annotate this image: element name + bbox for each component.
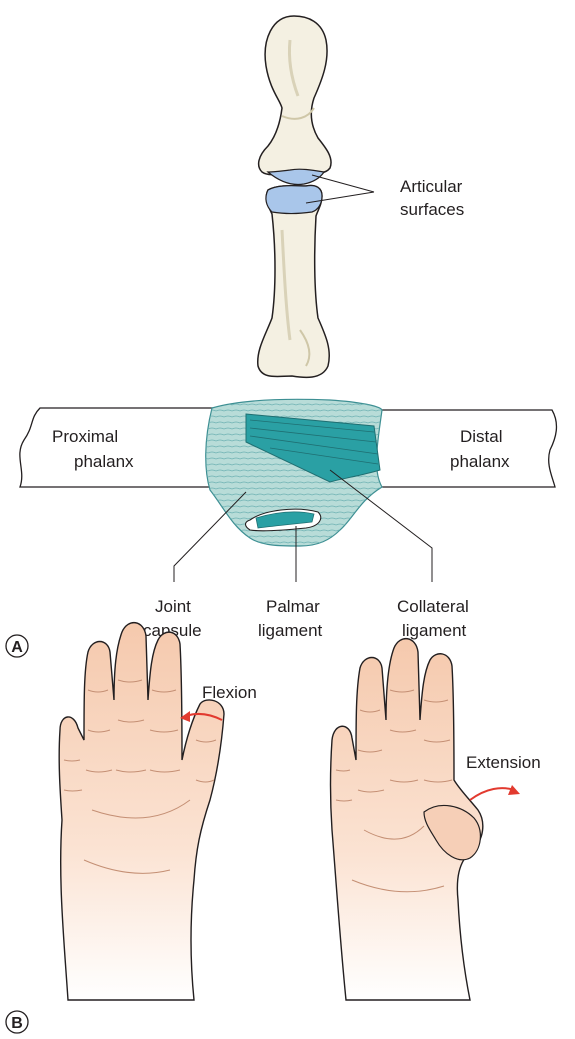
articular-label-line1: Articular — [400, 177, 463, 196]
panel-b-letter: B — [11, 1015, 23, 1032]
articular-surface-lower — [266, 185, 322, 213]
hand-extension — [331, 639, 483, 1000]
flexion-label: Flexion — [202, 683, 257, 702]
proximal-phalanx-label-line2: phalanx — [74, 452, 134, 471]
hand-flexion — [59, 623, 224, 1000]
distal-phalanx-bone — [259, 16, 331, 175]
extension-arrow — [470, 788, 514, 800]
joint-capsule-label-line1: Joint — [155, 597, 191, 616]
distal-phalanx-bar — [375, 410, 556, 487]
collateral-ligament-label-line1: Collateral — [397, 597, 469, 616]
distal-phalanx-label-line2: phalanx — [450, 452, 510, 471]
proximal-phalanx-bar — [20, 408, 225, 487]
distal-phalanx-label-line1: Distal — [460, 427, 503, 446]
palmar-ligament-label-line1: Palmar — [266, 597, 320, 616]
articular-label-line2: surfaces — [400, 200, 464, 219]
middle-phalanx-bone — [258, 185, 330, 377]
panel-a-letter: A — [11, 639, 23, 656]
proximal-phalanx-label-line1: Proximal — [52, 427, 118, 446]
extension-label: Extension — [466, 753, 541, 772]
bones-illustration — [258, 16, 374, 377]
palmar-ligament-label-line2: ligament — [258, 621, 323, 640]
articular-surface-upper — [268, 169, 324, 184]
extension-arrowhead — [508, 785, 520, 795]
collateral-ligament-label-line2: ligament — [402, 621, 467, 640]
